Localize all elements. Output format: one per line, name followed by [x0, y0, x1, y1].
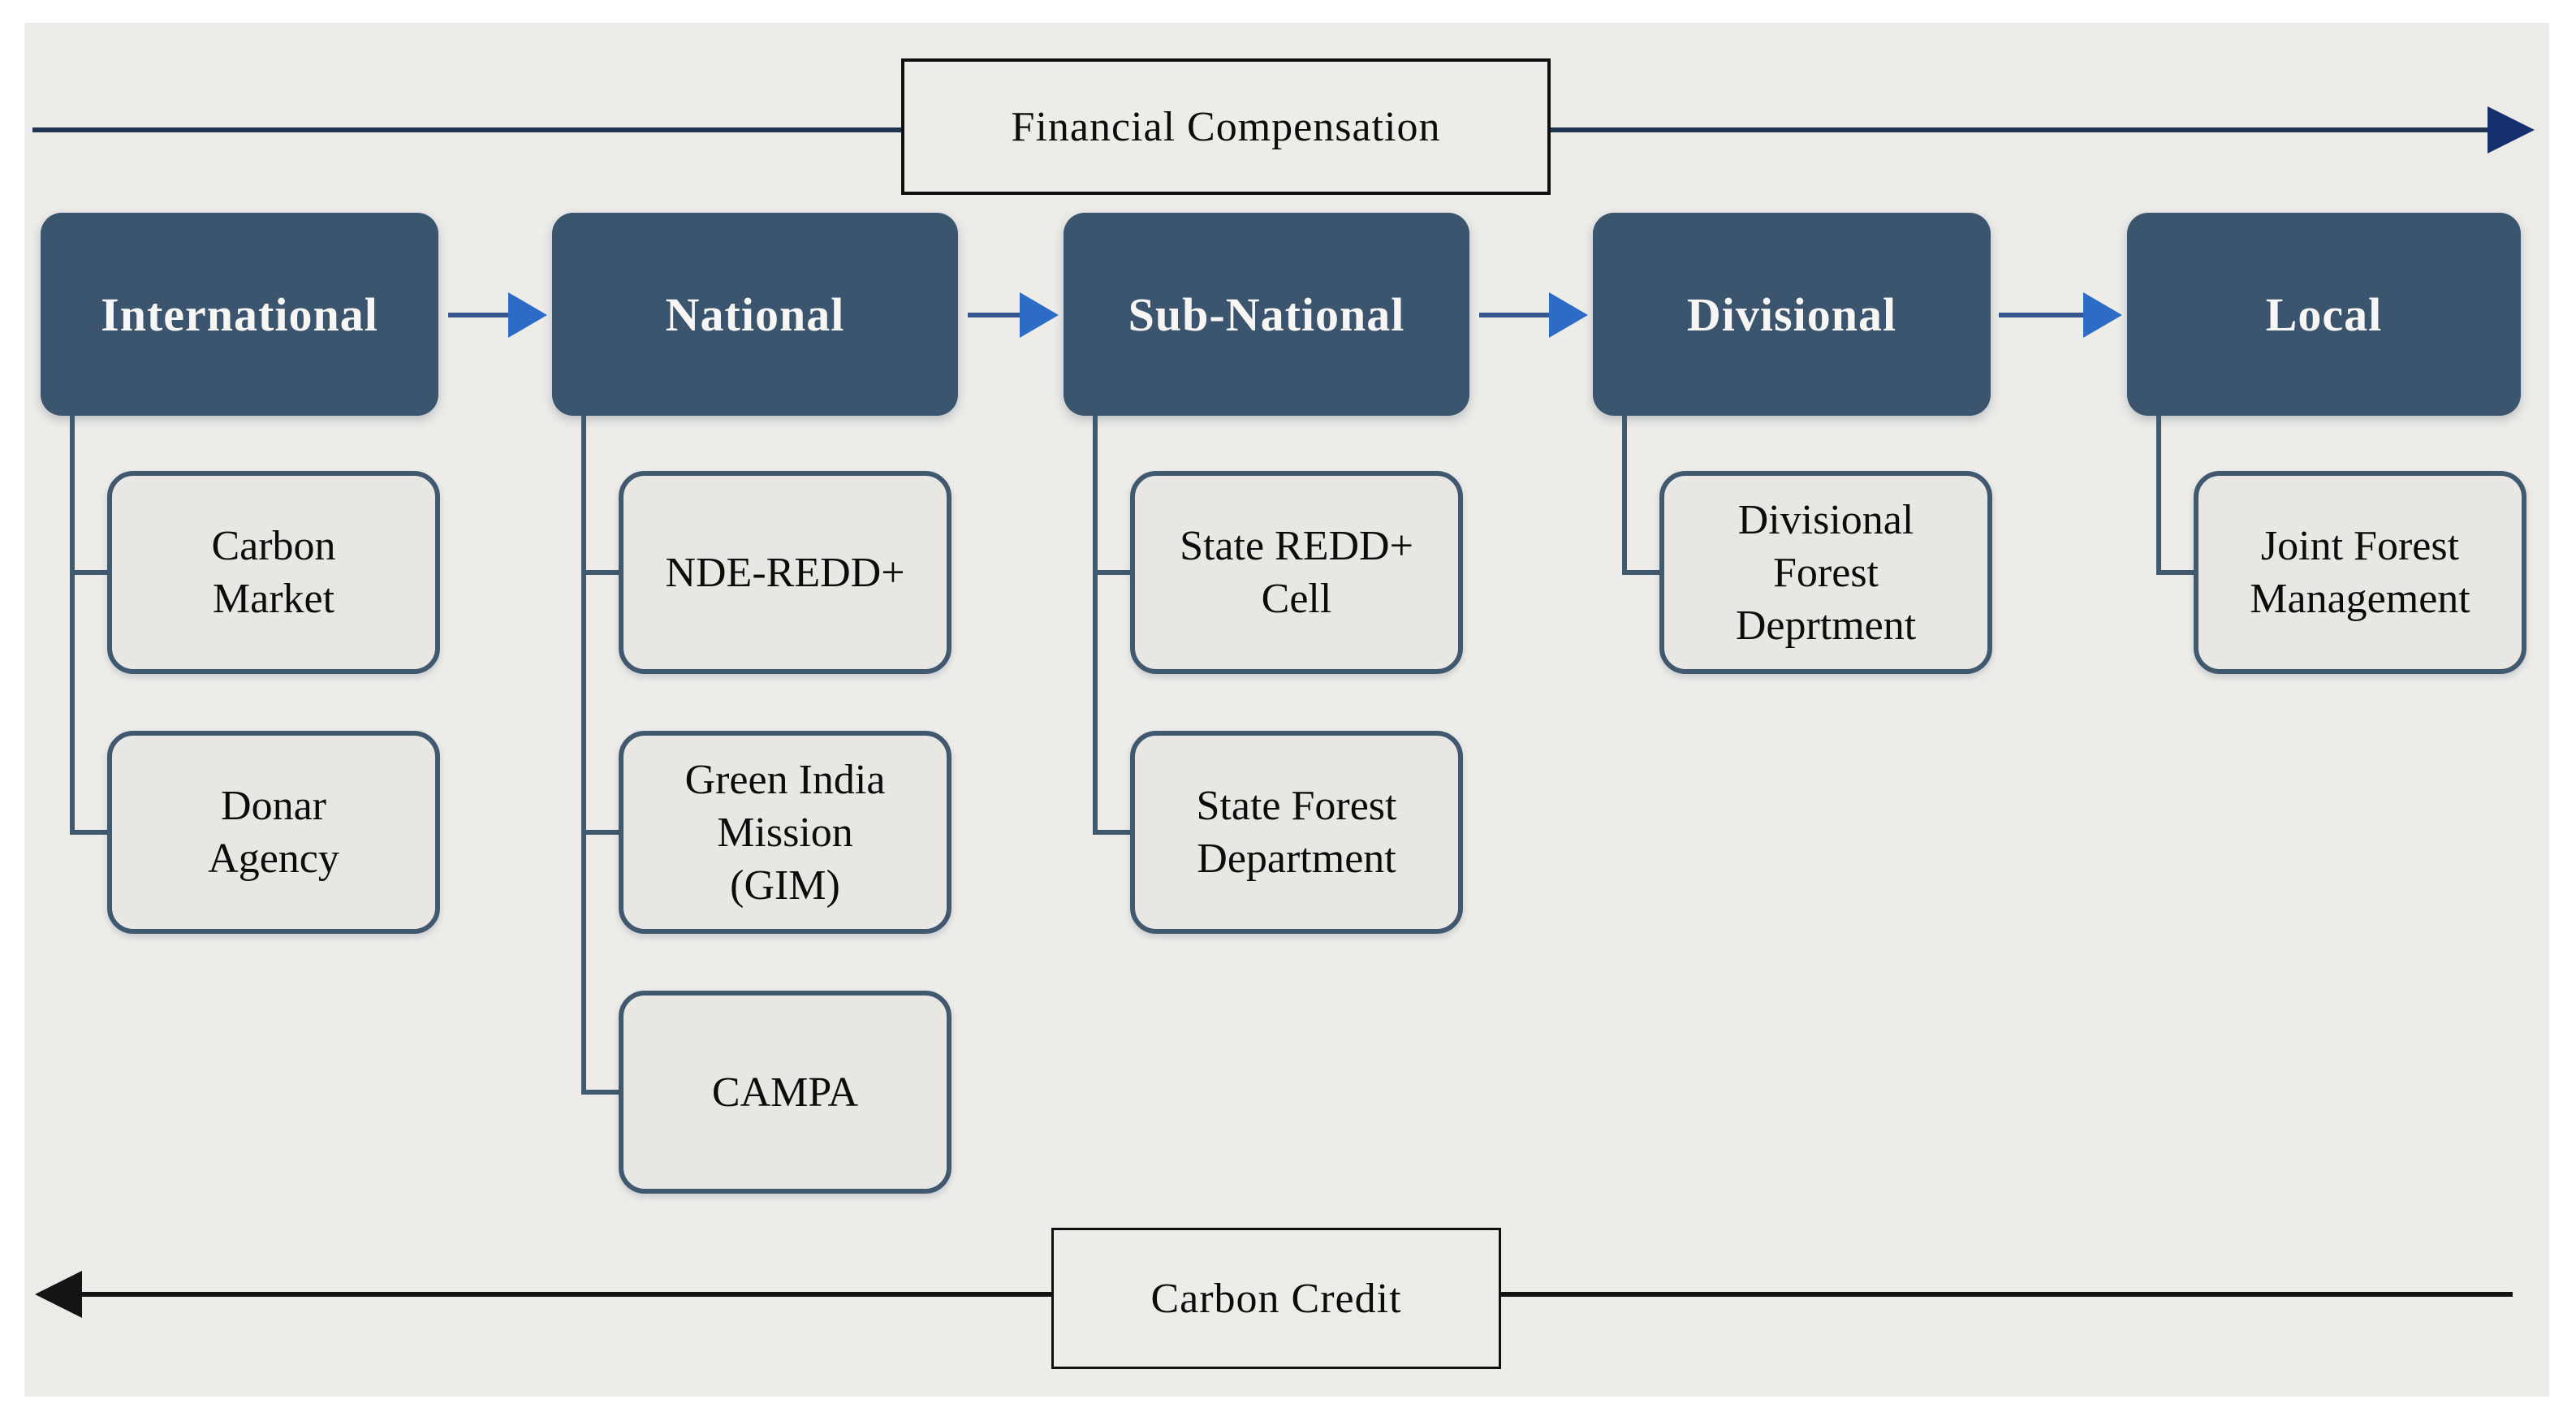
arrow-line — [448, 313, 511, 317]
carbon-credit-label: Carbon Credit — [1150, 1275, 1402, 1322]
connector-line — [70, 830, 112, 835]
left-arrowhead-icon — [35, 1271, 82, 1318]
node-label: Donar Agency — [208, 783, 339, 882]
node-state-forest-department: State Forest Department — [1130, 731, 1463, 934]
connector-line — [581, 570, 624, 575]
level-header-international: International — [41, 213, 438, 416]
connector-line — [2156, 570, 2198, 575]
right-arrowhead-icon — [1020, 292, 1059, 338]
node-label: NDE-REDD+ — [665, 549, 905, 596]
connector-line — [70, 570, 112, 575]
level-header-label: International — [101, 287, 378, 341]
arrow-line — [1479, 313, 1552, 317]
node-label: State Forest Department — [1196, 783, 1397, 882]
node-joint-forest-management: Joint Forest Management — [2194, 471, 2526, 674]
connector-line — [581, 416, 586, 1095]
level-header-label: Divisional — [1686, 287, 1897, 341]
connector-line — [581, 1090, 624, 1095]
level-header-label: Local — [2265, 287, 2383, 341]
financial-compensation-label-box: Financial Compensation — [901, 58, 1551, 195]
right-arrowhead-icon — [2488, 106, 2535, 153]
right-arrowhead-icon — [508, 292, 547, 338]
level-header-subnational: Sub-National — [1064, 213, 1469, 416]
connector-line — [1093, 570, 1135, 575]
level-header-label: Sub-National — [1128, 287, 1405, 341]
node-carbon-market: Carbon Market — [107, 471, 440, 674]
arrow-international-to-national — [448, 292, 547, 338]
connector-line — [70, 416, 75, 835]
node-campa: CAMPA — [619, 991, 951, 1194]
node-green-india-mission: Green India Mission (GIM) — [619, 731, 951, 934]
arrow-subnational-to-divisional — [1479, 292, 1588, 338]
node-label: Divisional Forest Deprtment — [1735, 496, 1917, 649]
node-donar-agency: Donar Agency — [107, 731, 440, 934]
node-label: State REDD+ Cell — [1180, 523, 1413, 622]
arrow-line — [968, 313, 1023, 317]
financial-compensation-label: Financial Compensation — [1011, 103, 1441, 150]
arrow-national-to-subnational — [968, 292, 1059, 338]
carbon-credit-label-box: Carbon Credit — [1051, 1228, 1501, 1369]
node-label: CAMPA — [711, 1069, 859, 1116]
node-divisional-forest-department: Divisional Forest Deprtment — [1659, 471, 1992, 674]
connector-line — [1093, 830, 1135, 835]
arrow-divisional-to-local — [1999, 292, 2122, 338]
arrow-line — [1999, 313, 2086, 317]
level-header-label: National — [665, 287, 845, 341]
connector-line — [1093, 416, 1098, 835]
connector-line — [2156, 416, 2161, 575]
connector-line — [1622, 416, 1627, 575]
level-header-divisional: Divisional — [1593, 213, 1991, 416]
right-arrowhead-icon — [2083, 292, 2122, 338]
node-label: Carbon Market — [211, 523, 336, 622]
level-header-national: National — [552, 213, 958, 416]
level-header-local: Local — [2127, 213, 2521, 416]
node-state-redd-cell: State REDD+ Cell — [1130, 471, 1463, 674]
right-arrowhead-icon — [1549, 292, 1588, 338]
node-nde-redd: NDE-REDD+ — [619, 471, 951, 674]
connector-line — [1622, 570, 1664, 575]
node-label: Joint Forest Management — [2250, 523, 2470, 622]
connector-line — [581, 830, 624, 835]
node-label: Green India Mission (GIM) — [684, 756, 886, 909]
